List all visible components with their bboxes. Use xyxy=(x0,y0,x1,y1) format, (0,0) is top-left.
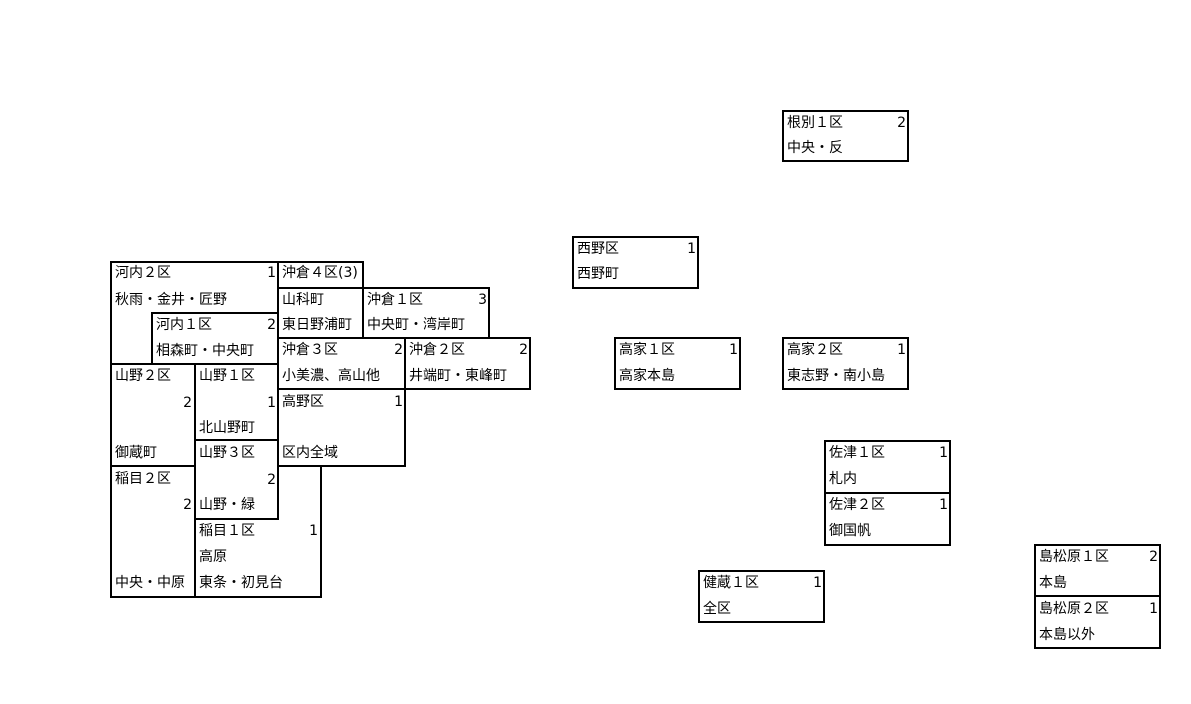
okikura1-name: 沖倉１区 xyxy=(367,292,423,308)
takano-name: 高野区 xyxy=(282,394,324,410)
takaie2-name: 高家２区 xyxy=(787,342,843,358)
satsu2-name: 佐津２区 xyxy=(829,497,885,513)
satsu1-name: 佐津１区 xyxy=(829,445,885,461)
inaboku1-name: 稲目１区 xyxy=(199,523,255,539)
okikura2-seats: 2 xyxy=(519,342,528,358)
shimamatsubara2-seats: 1 xyxy=(1149,601,1158,617)
kawachi2-seats: 1 xyxy=(267,265,276,281)
kawachi1-seats: 2 xyxy=(267,317,276,333)
okikura1-seats: 3 xyxy=(478,292,487,308)
yamano3-area: 山野・緑 xyxy=(199,497,255,513)
konbetsu1-seats: 2 xyxy=(897,115,906,131)
shimamatsubara2-name: 島松原２区 xyxy=(1039,601,1109,617)
satsu1-seats: 1 xyxy=(939,445,948,461)
okikura4-area1: 山科町 xyxy=(282,292,324,308)
inaboku2-area: 中央・中原 xyxy=(115,575,185,591)
inaboku1-area2: 東条・初見台 xyxy=(199,575,283,591)
kawachi2-area: 秋雨・金井・匠野 xyxy=(115,292,227,308)
satsu2-area: 御国帆 xyxy=(829,523,871,539)
satsu1-area: 札内 xyxy=(829,471,857,487)
konbetsu1-area: 中央・反 xyxy=(787,140,843,156)
kenzo1-name: 健蔵１区 xyxy=(703,575,759,591)
yamano3-name: 山野３区 xyxy=(199,445,255,461)
shimamatsubara1-area: 本島 xyxy=(1039,575,1067,591)
okikura4-area2: 東日野浦町 xyxy=(282,317,352,333)
kawachi1-area: 相森町・中央町 xyxy=(156,343,254,359)
takano-area: 区内全域 xyxy=(282,445,338,461)
okikura1-area: 中央町・湾岸町 xyxy=(367,317,465,333)
nishino-name: 西野区 xyxy=(577,241,619,257)
yamano2-name: 山野２区 xyxy=(115,368,171,384)
yamano3-seats: 2 xyxy=(267,472,276,488)
kenzo1-seats: 1 xyxy=(813,575,822,591)
inaboku1-seats: 1 xyxy=(309,523,318,539)
nishino-seats: 1 xyxy=(687,241,696,257)
yamano2-seats: 2 xyxy=(183,395,192,411)
yamano1-seats: 1 xyxy=(267,395,276,411)
yamano1-name: 山野１区 xyxy=(199,368,255,384)
okikura3-area: 小美濃、高山他 xyxy=(282,368,380,384)
yamano2-area: 御蔵町 xyxy=(115,445,157,461)
takaie1-seats: 1 xyxy=(729,342,738,358)
inaboku2-seats: 2 xyxy=(183,497,192,513)
takaie1-name: 高家１区 xyxy=(619,342,675,358)
inaboku2-name: 稲目２区 xyxy=(115,471,171,487)
shimamatsubara1-seats: 2 xyxy=(1149,549,1158,565)
takano-seats: 1 xyxy=(394,394,403,410)
takaie2-seats: 1 xyxy=(897,342,906,358)
okikura3-name: 沖倉３区 xyxy=(282,342,338,358)
kawachi2-name: 河内２区 xyxy=(115,265,171,281)
satsu2-seats: 1 xyxy=(939,497,948,513)
takaie2-area: 東志野・南小島 xyxy=(787,368,885,384)
okikura3-seats: 2 xyxy=(394,342,403,358)
kenzo1-area: 全区 xyxy=(703,601,731,617)
yamano1-area: 北山野町 xyxy=(199,420,255,436)
okikura2-area: 井端町・東峰町 xyxy=(409,368,507,384)
kawachi1-name: 河内１区 xyxy=(156,317,212,333)
nishino-area: 西野町 xyxy=(577,266,619,282)
shimamatsubara2-area: 本島以外 xyxy=(1039,627,1095,643)
okikura4-name: 沖倉４区(3) xyxy=(282,265,358,281)
konbetsu1-name: 根別１区 xyxy=(787,115,843,131)
okikura2-name: 沖倉２区 xyxy=(409,342,465,358)
inaboku1-area1: 高原 xyxy=(199,549,227,565)
shimamatsubara1-name: 島松原１区 xyxy=(1039,549,1109,565)
takaie1-area: 高家本島 xyxy=(619,368,675,384)
